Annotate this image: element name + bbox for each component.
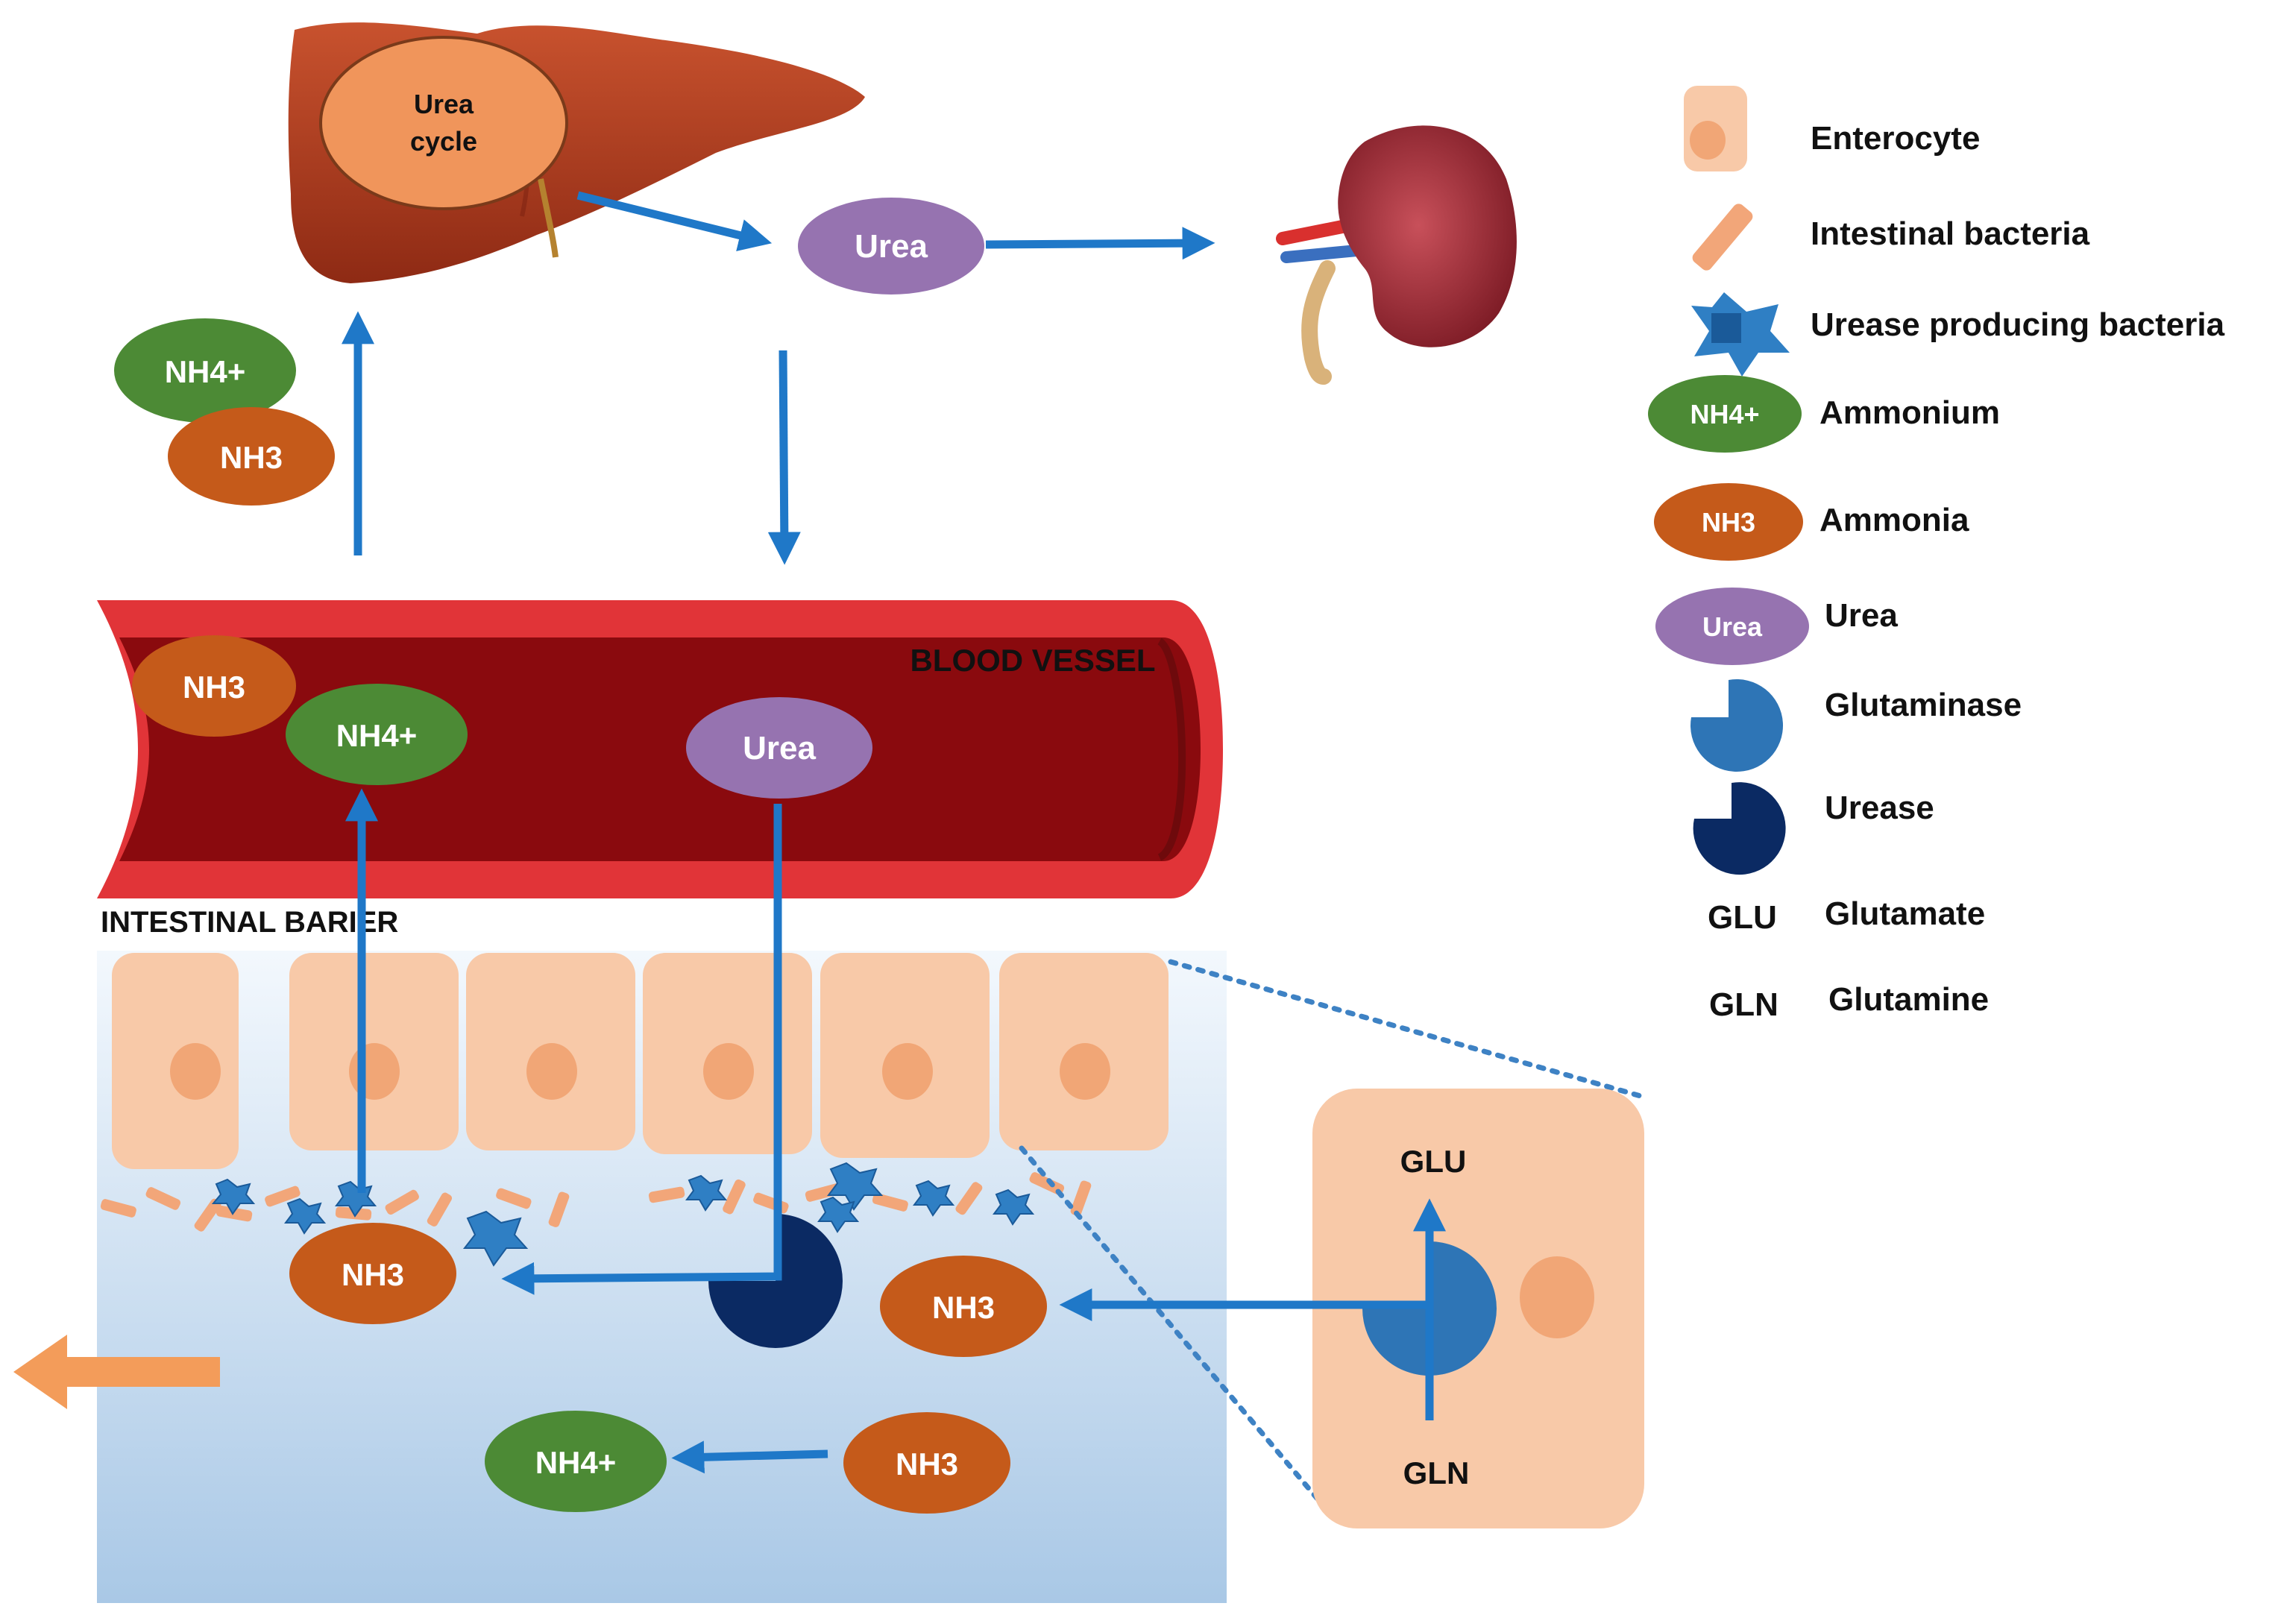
urease-bacterium (913, 1180, 955, 1217)
nh4-vessel-label: NH4+ (336, 718, 418, 753)
urea-cycle-label-1: Urea (414, 89, 474, 119)
nh3-lumen-bottom: NH3 (843, 1412, 1010, 1514)
urease-bacterium (817, 1196, 860, 1233)
legend-label-glutaminase: Glutaminase (1825, 687, 2022, 723)
legend-item-glu: GLU Glutamate (1708, 895, 1985, 936)
urease-enzyme (708, 1214, 843, 1348)
blood-vessel-opening (1157, 637, 1186, 861)
urease-bacterium (685, 1174, 728, 1212)
arrow-urea-down-to-vessel (767, 350, 801, 565)
nh4-top-left-label: NH4+ (165, 354, 246, 389)
legend-symbol-glu: GLU (1708, 899, 1777, 936)
nh4-top-left: NH4+ (114, 318, 296, 423)
urea-top: Urea (798, 198, 984, 295)
enterocyte (820, 953, 990, 1158)
legend-label-urease-bacteria: Urease producing bacteria (1811, 306, 2225, 343)
nh3-lumen-middle: NH3 (880, 1256, 1047, 1357)
legend-symbol-gln: GLN (1709, 986, 1778, 1023)
urease-bacterium (827, 1162, 884, 1211)
nh3-vessel-label: NH3 (183, 670, 245, 705)
legend-item-enterocyte: Enterocyte (1684, 86, 1980, 171)
gallbladder-duct (538, 178, 559, 258)
urease-bacterium (462, 1210, 529, 1267)
legend-label-glu: Glutamate (1825, 895, 1985, 932)
legend-label-bacteria: Intestinal bacteria (1811, 215, 2090, 252)
enterocyte (643, 953, 812, 1154)
legend-symbol-nh4: NH4+ (1690, 399, 1759, 429)
arrow-nh3-to-nh4 (671, 1440, 828, 1474)
zoomed-nucleus (1520, 1256, 1594, 1338)
nh3-lumen-bottom-label: NH3 (896, 1446, 958, 1482)
enterocyte (466, 953, 635, 1150)
urea-cycle-label-2: cycle (410, 126, 477, 157)
arrow-urea-to-kidney (985, 227, 1215, 260)
legend-label-nh4: Ammonium (1819, 394, 2000, 431)
urease-bacteria-group (211, 1162, 1035, 1267)
urease-bacterium (211, 1178, 256, 1215)
legend-symbol-urea: Urea (1702, 611, 1763, 642)
legend-item-bacteria: Intestinal bacteria (1692, 204, 2090, 271)
enterocyte (999, 953, 1169, 1150)
nh3-lumen-left-label: NH3 (342, 1257, 404, 1292)
legend-item-nh4: NH4+ Ammonium (1648, 375, 2000, 453)
legend-symbol-nh3: NH3 (1702, 507, 1755, 538)
glu-label: GLU (1400, 1144, 1467, 1179)
kidney (1276, 125, 1517, 385)
nh4-lumen-bottom: NH4+ (485, 1411, 667, 1512)
intestinal-barrier-label: INTESTINAL BARIER (101, 906, 398, 939)
legend-item-urea: Urea Urea (1655, 588, 1898, 665)
legend-label-urea: Urea (1825, 597, 1898, 634)
intestinal-bacteria-group (100, 1172, 1092, 1232)
legend-item-urease: Urease (1693, 782, 1934, 875)
urease-bacterium (284, 1197, 327, 1235)
legend-label-enterocyte: Enterocyte (1811, 120, 1980, 157)
nh3-top-left: NH3 (168, 407, 335, 506)
blood-vessel: BLOOD VESSEL (97, 600, 1223, 898)
urease-bacterium (993, 1188, 1035, 1226)
gln-label: GLN (1403, 1455, 1470, 1490)
legend: Enterocyte Intestinal bacteria Urease pr… (1648, 86, 2225, 1023)
nh3-lumen-middle-label: NH3 (932, 1290, 995, 1325)
enterocyte (289, 953, 459, 1150)
kidney-shape (1338, 125, 1517, 347)
legend-item-urease-bacteria: Urease producing bacteria (1691, 292, 2225, 377)
urea-vessel-label: Urea (743, 730, 816, 766)
zoom-line-bottom (1019, 1145, 1327, 1509)
nh3-lumen-left: NH3 (289, 1223, 456, 1324)
urea-vessel: Urea (686, 697, 872, 799)
liver: Urea cycle (288, 22, 866, 283)
enterocyte-row (112, 953, 1169, 1169)
legend-label-nh3: Ammonia (1819, 502, 1969, 538)
blood-vessel-label: BLOOD VESSEL (910, 643, 1155, 678)
flow-arrows (342, 191, 1446, 1474)
zoom-line-top (1168, 959, 1644, 1099)
legend-item-nh3: NH3 Ammonia (1654, 483, 1969, 561)
nh3-top-left-label: NH3 (220, 440, 283, 475)
urea-top-label: Urea (855, 228, 928, 265)
arrow-liver-to-urea (576, 191, 773, 252)
legend-label-gln: Glutamine (1828, 981, 1989, 1018)
legend-label-urease: Urease (1825, 790, 1934, 826)
nh4-vessel: NH4+ (286, 684, 468, 785)
legend-item-gln: GLN Glutamine (1709, 981, 1989, 1023)
renal-vein (1280, 244, 1371, 263)
orange-outflow-arrow (13, 1335, 220, 1409)
enterocyte (112, 953, 239, 1169)
nh4-lumen-bottom-label: NH4+ (535, 1445, 617, 1480)
arrow-urease-to-nh3 (501, 1208, 782, 1295)
ureter (1301, 260, 1336, 385)
urea-cycle-ellipse (319, 36, 568, 210)
nh3-vessel: NH3 (132, 635, 296, 737)
legend-item-glutaminase: Glutaminase (1690, 679, 2022, 772)
